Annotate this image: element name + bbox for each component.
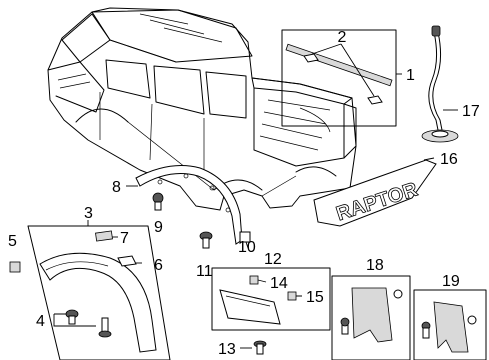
callout-15: 15 — [306, 289, 324, 306]
clip-10 — [239, 231, 251, 249]
wheel-arch-liner — [126, 165, 243, 245]
callout-14: 14 — [270, 275, 288, 292]
callout-18: 18 — [366, 257, 384, 274]
fender-flare-assembly — [27, 220, 171, 360]
splash-guard-trim-assembly — [211, 267, 331, 331]
truck-body-illustration — [47, 7, 357, 211]
clip-6 — [117, 255, 142, 267]
antenna-cable — [421, 25, 459, 143]
callout-4: 4 — [36, 313, 45, 330]
tailgate-cap-assembly — [281, 29, 402, 127]
callout-17: 17 — [462, 103, 480, 120]
push-pin-11 — [199, 231, 213, 249]
callout-9: 9 — [154, 219, 163, 236]
screw-4 — [53, 309, 112, 338]
mud-flap-18 — [331, 275, 411, 360]
callout-8: 8 — [112, 179, 121, 196]
mud-flap-19 — [413, 289, 487, 360]
callout-3: 3 — [84, 205, 93, 222]
bolt-13 — [253, 340, 267, 355]
tailgate-emblem: RAPTOR — [313, 157, 437, 227]
bolt-9 — [152, 192, 164, 211]
callout-7: 7 — [120, 230, 129, 247]
callout-5: 5 — [8, 233, 17, 250]
callout-10: 10 — [238, 239, 256, 256]
callout-19: 19 — [442, 273, 460, 290]
callout-13: 13 — [218, 341, 236, 358]
callout-6: 6 — [154, 257, 163, 274]
callout-11: 11 — [196, 263, 213, 280]
callout-16: 16 — [440, 151, 458, 168]
nut-5 — [9, 261, 21, 273]
callout-2: 2 — [338, 29, 347, 46]
bracket-7 — [95, 230, 118, 242]
callout-1: 1 — [406, 67, 415, 84]
callout-12: 12 — [264, 251, 282, 268]
